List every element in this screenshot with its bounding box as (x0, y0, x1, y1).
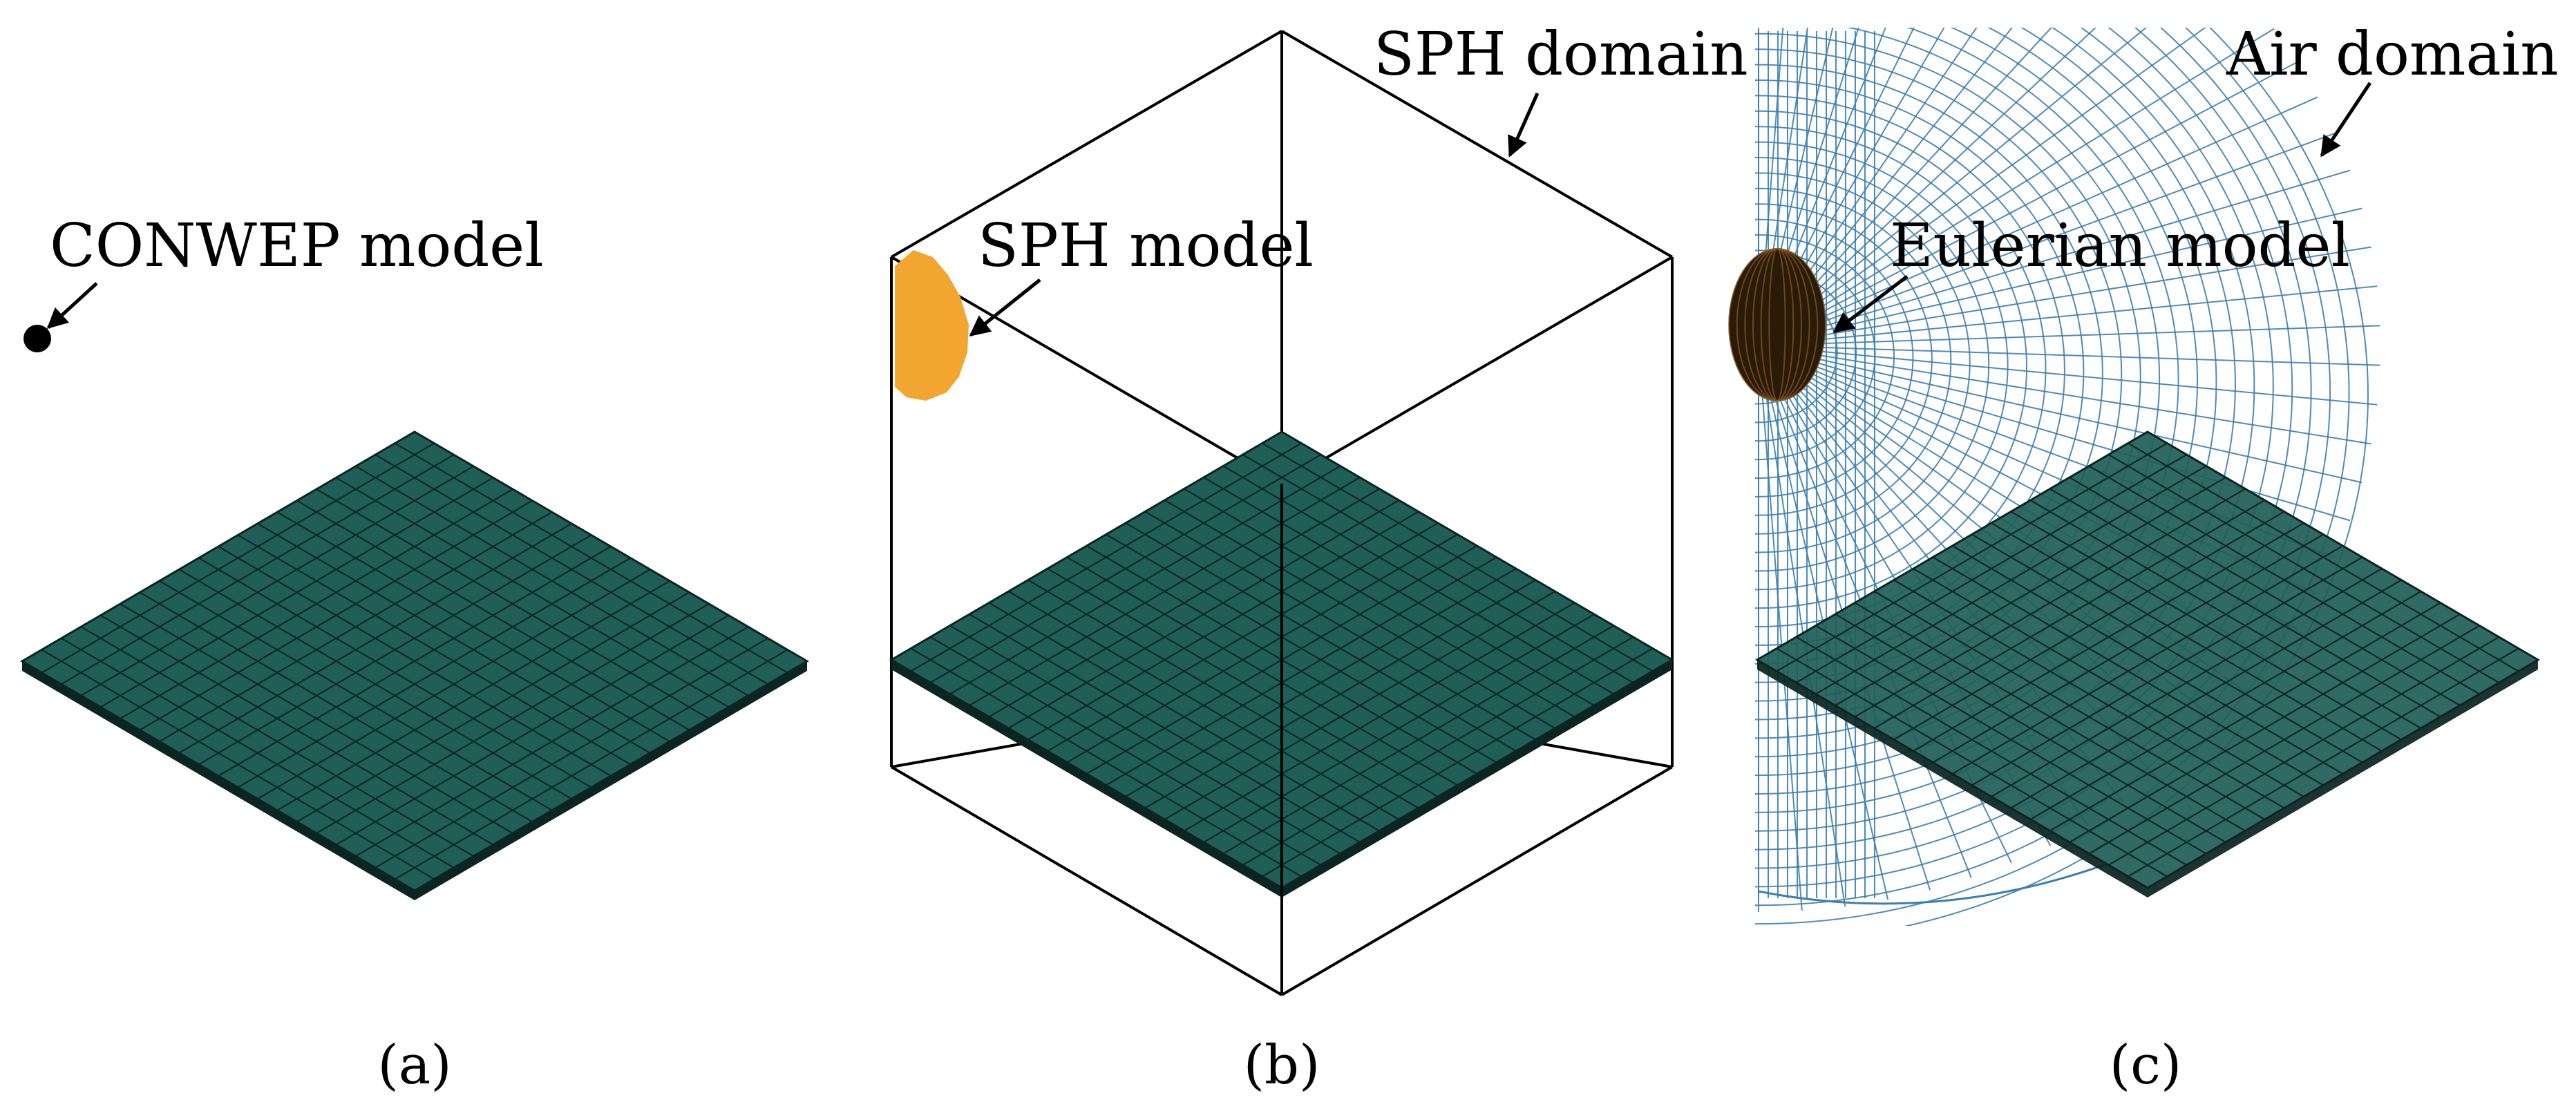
conwep-arrow (46, 282, 98, 330)
plate-side-right (2148, 660, 2538, 898)
panel-c: Eulerian model Air domain (c) (1728, 20, 2559, 1096)
sph-domain-label: SPH domain (1374, 20, 1748, 89)
eulerian-model-label: Eulerian model (1890, 211, 2350, 281)
air-domain-mesh (1755, 28, 2380, 926)
caption-b: (b) (1244, 1034, 1320, 1096)
box-edge-bottom-rf (1280, 766, 1674, 996)
box-edge-top-rf (1280, 256, 1674, 485)
plate-c (1755, 430, 2540, 898)
sph-model-arrow (969, 278, 1041, 336)
panel-b: SPH model SPH domain (b) (889, 20, 1748, 1096)
plate-side-right (415, 661, 807, 900)
box-edge-top-tr (1280, 30, 1674, 258)
plate-a (20, 430, 809, 900)
air-domain-arrow (2320, 82, 2372, 158)
eulerian-arrow (1832, 275, 1909, 333)
plate-mesh-lines (1776, 442, 2519, 877)
eulerian-charge (1728, 248, 1826, 401)
box-edge-top-tl (890, 30, 1283, 258)
sph-domain-arrow (1508, 92, 1540, 158)
plate-side-left (22, 661, 415, 900)
conwep-model-label: CONWEP model (50, 211, 544, 281)
box-edge-bottom-lf (890, 766, 1283, 996)
air-domain-label: Air domain (2226, 20, 2559, 89)
caption-a: (a) (377, 1034, 451, 1096)
panel-a: CONWEP model (a) (20, 211, 809, 1096)
plate-side-left (1757, 660, 2148, 898)
plate-mesh-lines (41, 442, 788, 880)
eulerian-charge-body (1729, 249, 1826, 401)
sph-particles (895, 250, 969, 401)
conwep-charge-point (23, 325, 51, 352)
plate-side-right (1282, 660, 1672, 898)
plate-side-left (891, 660, 1282, 898)
caption-c: (c) (2110, 1034, 2182, 1096)
sph-model-label: SPH model (978, 211, 1314, 281)
